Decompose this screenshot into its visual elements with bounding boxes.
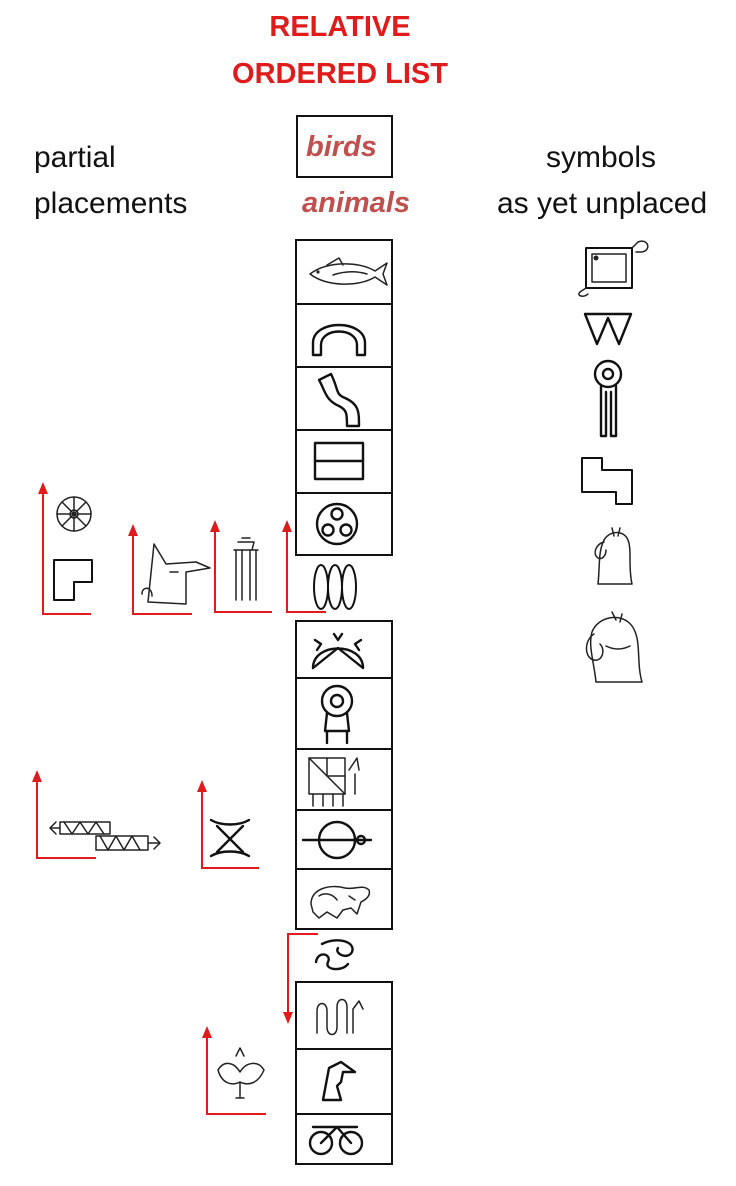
placement-group-3 [210, 520, 272, 613]
three-circle-disc-icon [315, 502, 359, 546]
fish-cell [295, 239, 393, 305]
dog-head-icon [141, 543, 211, 605]
ring-on-stand-cell [295, 677, 393, 750]
unplaced-label-line-2: as yet unplaced [497, 187, 708, 220]
wheel-icon [56, 496, 92, 532]
x-bowl-icon [209, 818, 251, 858]
birds-category: birds [306, 131, 377, 163]
double-v-icon [583, 312, 633, 346]
hook-figure-icon [314, 939, 354, 971]
circle-with-bar-icon [301, 820, 373, 860]
spoked-loop-icon [308, 1125, 364, 1156]
partial-placements-label-line-2: placements [34, 187, 188, 220]
standing-figure-icon [233, 537, 259, 601]
l-block-icon [53, 559, 93, 601]
placement-group-4 [282, 520, 326, 613]
scroll-square-icon [578, 240, 649, 297]
horned-bowl-icon [311, 632, 365, 670]
horned-bowl-cell [295, 620, 393, 679]
divided-rectangle-cell [295, 429, 393, 494]
bird-head-cell [295, 1048, 393, 1115]
triple-ellipse-icon [313, 564, 357, 610]
stepped-block-icon [581, 457, 633, 505]
unplaced-label-line-1: symbols [546, 141, 657, 174]
ring-on-stand-icon [320, 684, 354, 745]
serpent-glyph-cell [295, 981, 393, 1050]
keyhole-staff-icon [593, 359, 623, 438]
arch-cell [295, 303, 393, 368]
zigzag-band-icon [49, 821, 161, 851]
winged-figure-icon [217, 1047, 265, 1099]
horse-head-large-icon [585, 611, 643, 683]
geometric-figure-icon [308, 757, 360, 807]
s-curve-icon [317, 372, 361, 428]
fish-icon [309, 257, 388, 286]
placement-group-7 [202, 1026, 266, 1115]
quadruped-cell [295, 868, 393, 930]
animals-category: animals [302, 187, 410, 219]
divided-rectangle-icon [313, 441, 365, 481]
title-line-1: RELATIVE [269, 11, 411, 43]
placement-group-1 [38, 482, 93, 615]
geometric-figure-cell [295, 748, 393, 811]
horse-head-small-icon [594, 527, 633, 585]
three-circle-disc-cell [295, 492, 393, 556]
serpent-glyph-icon [316, 998, 364, 1036]
list-connector-arrow [283, 933, 318, 1024]
spoked-loop-cell [295, 1113, 393, 1165]
placement-group-6 [197, 780, 259, 869]
placement-group-5 [32, 770, 161, 859]
title-line-2: ORDERED LIST [232, 58, 448, 90]
arch-icon [311, 323, 367, 357]
s-curve-cell [295, 366, 393, 431]
placement-group-2 [128, 524, 211, 615]
birds-cell [296, 115, 393, 178]
partial-placements-label-line-1: partial [34, 141, 116, 174]
quadruped-icon [310, 885, 371, 919]
circle-with-bar-cell [295, 809, 393, 870]
bird-head-icon [321, 1060, 357, 1102]
